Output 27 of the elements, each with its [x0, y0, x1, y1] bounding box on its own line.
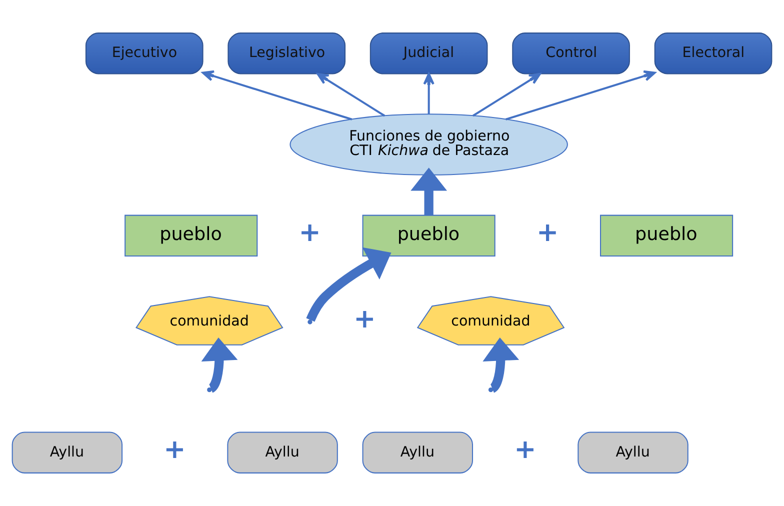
label: +: [164, 434, 186, 466]
arrow: [423, 72, 434, 114]
node-box: pueblo: [124, 214, 258, 256]
arrow: [482, 338, 520, 392]
node-box: pueblo: [600, 214, 734, 256]
node-box: Judicial: [370, 32, 488, 74]
arrow: [410, 168, 448, 216]
label: +: [298, 217, 321, 248]
node-box: Ejecutivo: [85, 32, 204, 74]
node-box: Electoral: [654, 32, 772, 74]
node-box: Ayllu: [12, 432, 123, 474]
arrow: [506, 70, 656, 120]
label: +: [536, 217, 559, 248]
arrow: [472, 72, 541, 117]
arrow: [306, 247, 392, 322]
node-box: pueblo: [362, 214, 496, 256]
arrow: [316, 72, 386, 117]
node-box: Ayllu: [227, 432, 338, 474]
node-box: Ayllu: [578, 432, 688, 474]
label: +: [514, 434, 536, 466]
node-box: Control: [512, 32, 630, 74]
node-box: Legislativo: [228, 32, 346, 74]
arrow: [201, 338, 238, 392]
label: +: [354, 303, 376, 334]
node-ellipse: Funciones de gobierno CTI Kichwa de Pastaza: [290, 114, 568, 176]
node-box: Ayllu: [362, 432, 474, 474]
arrow: [202, 70, 352, 120]
